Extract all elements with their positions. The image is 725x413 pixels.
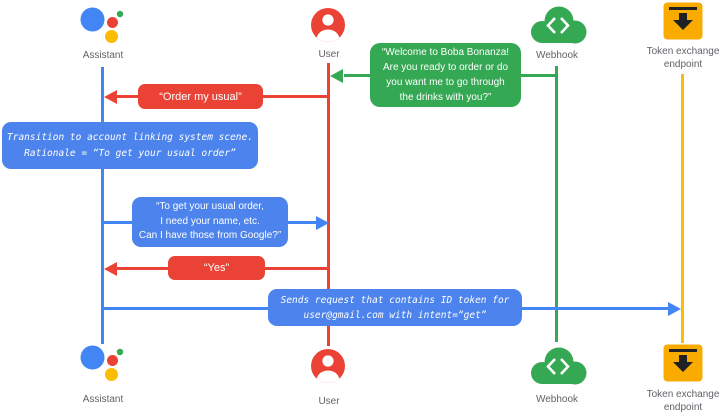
welcome-arrow-head <box>330 69 343 83</box>
assistant-icon <box>80 345 124 381</box>
webhook-lifeline <box>555 66 558 342</box>
token-endpoint-icon <box>663 344 703 382</box>
webhook-label: Webhook <box>535 50 579 61</box>
user-icon <box>311 8 345 42</box>
token-endpoint-lifeline <box>681 74 684 343</box>
assistant-lifeline <box>101 67 104 344</box>
webhook-icon <box>531 6 587 44</box>
user-lifeline <box>327 63 330 346</box>
ask-permission-message-box: “To get your usual order, I need your na… <box>132 197 288 247</box>
token-endpoint-icon <box>663 2 703 40</box>
yes-arrow-head <box>104 262 117 276</box>
user-label: User <box>318 49 340 60</box>
transition-note-box: Transition to account linking system sce… <box>2 122 258 169</box>
assistant-label: Assistant <box>82 394 124 405</box>
assistant-icon <box>80 7 124 43</box>
sends-request-note-box: Sends request that contains ID token for… <box>268 289 522 326</box>
order-my-usual-arrow-head <box>104 90 117 104</box>
welcome-message-box: “Welcome to Boba Bonanza! Are you ready … <box>370 43 521 107</box>
token-endpoint-label: Token exchange endpoint <box>646 46 720 70</box>
yes-message-box: “Yes” <box>168 256 265 280</box>
sends-request-arrow-head <box>668 302 681 316</box>
user-icon <box>311 349 345 383</box>
order-my-usual-message-box: “Order my usual” <box>138 84 263 109</box>
user-label: User <box>318 396 340 407</box>
ask-permission-arrow-head <box>316 216 329 230</box>
webhook-label: Webhook <box>535 394 579 405</box>
webhook-icon <box>531 347 587 385</box>
token-endpoint-label: Token exchange endpoint <box>646 389 720 413</box>
assistant-label: Assistant <box>82 50 124 61</box>
